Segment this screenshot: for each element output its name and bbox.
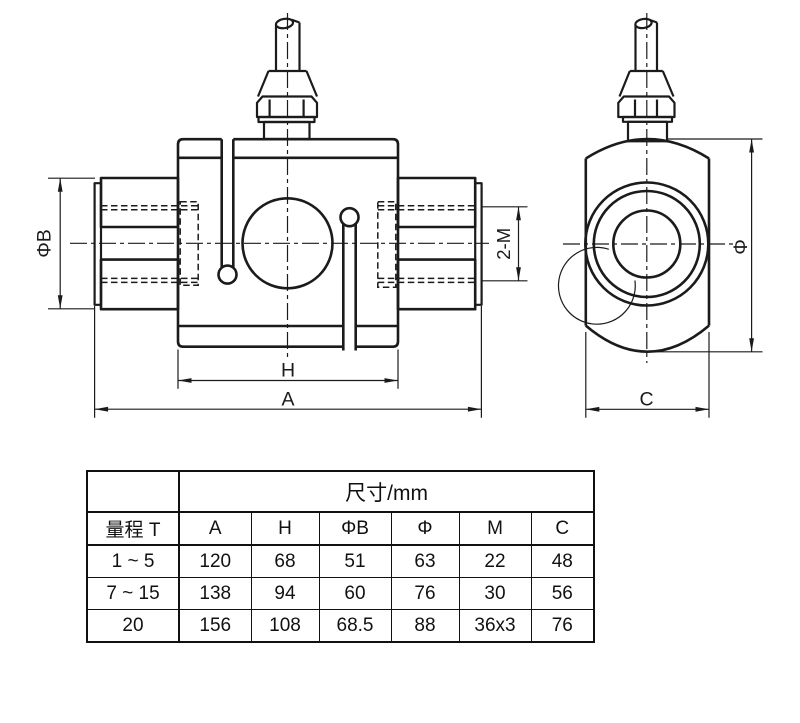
value-cell: 22 [458,544,532,578]
cable-end [634,17,653,30]
range-header: 量程 T [86,511,180,546]
left-slot-ball-end [217,264,238,285]
side-body-bottom-arc [584,324,710,353]
dim-c: C [585,332,710,418]
value-cell: 68.5 [318,609,392,643]
dim-label-phi: Φ [730,239,752,255]
value-cell: 138 [178,577,252,610]
value-cell: 51 [318,544,392,578]
front-view: ΦB 2-M H A [34,13,528,418]
hex-nut [617,95,676,119]
table-header-row: 量程 T A H ΦB Φ M C [86,511,595,546]
value-cell: 63 [390,544,460,578]
arrowhead [749,338,754,352]
connector-block [262,120,311,141]
value-cell: 108 [250,609,320,643]
load-cell-drawing: ΦB 2-M H A [34,13,763,418]
dim-a-lines [94,306,482,418]
dim-label-h: H [281,360,295,382]
left-stud-cap [93,182,103,306]
value-cell: 76 [530,609,595,643]
col-header-h: H [250,511,320,546]
right-stud-cap [474,182,483,306]
range-cell: 7 ~ 15 [86,577,180,610]
cable-end [274,17,295,30]
left-thread-hidden-lines [101,205,198,284]
cable-tube [634,18,659,71]
table-row: 1 ~ 5 120 68 51 63 22 48 [86,544,595,578]
value-cell: 48 [530,544,595,578]
col-header-phi: Φ [390,511,460,546]
side-view: Φ C [557,13,763,418]
arrowhead [695,406,709,412]
right-thread-hidden-lines [377,205,476,284]
arrowhead [94,406,109,412]
dim-label-a: A [281,389,294,411]
arrowhead [467,406,482,412]
dim-h-lines [177,349,399,389]
col-header-c: C [530,511,595,546]
dim-label-c: C [639,389,653,411]
dim-label-2m: 2-M [493,228,514,260]
dim-a: A [94,306,482,418]
hex-nut [255,95,319,119]
table-row: 20 156 108 68.5 88 36x3 76 [86,609,595,643]
dim-phi-b-lines [48,177,95,310]
hex-nut-facets [633,99,659,117]
cable-tube [274,18,301,71]
arrowhead [57,178,63,192]
value-cell: 94 [250,577,320,610]
side-centerlines [563,13,736,363]
arrowhead [178,378,192,383]
arrowhead [516,206,521,221]
value-cell: 120 [178,544,252,578]
dim-2m: 2-M [482,206,528,282]
value-cell: 76 [390,577,460,610]
col-header-phi-b: ΦB [318,511,392,546]
range-cell: 1 ~ 5 [86,544,180,578]
left-stud-upper [99,176,180,229]
connector-block [626,120,669,143]
right-stud-lower [396,258,477,311]
value-cell: 156 [178,609,252,643]
right-hidden-bore [377,201,397,289]
col-header-m: M [458,511,532,546]
arrowhead [585,406,600,412]
side-cable-connector [617,17,676,143]
dim-phi-lines [647,138,763,353]
arrowhead [749,139,754,153]
dim-h: H [177,349,399,389]
value-cell: 56 [530,577,595,610]
side-body [557,137,711,353]
dim-phi: Φ [647,138,763,353]
table-row: 7 ~ 15 138 94 60 76 30 56 [86,577,595,610]
value-cell: 60 [318,577,392,610]
dim-phi-b: ΦB [34,177,95,310]
arrowhead [516,267,521,281]
dim-c-lines [585,332,710,418]
dimension-table: 尺寸/mm 量程 T A H ΦB Φ M C 1 ~ 5 120 68 51 … [86,470,596,643]
value-cell: 36x3 [458,609,532,643]
thread-arc [557,246,636,325]
table-title: 尺寸/mm [178,470,595,513]
value-cell: 88 [390,609,460,643]
right-stud-upper [396,176,477,229]
empty-cell [86,470,180,513]
left-slot [220,139,235,268]
right-slot-ball-end [339,206,360,228]
value-cell: 68 [250,544,320,578]
dim-label-phi-b: ΦB [34,229,56,258]
value-cell: 30 [458,577,532,610]
arrowhead [384,378,398,383]
arrowhead [57,295,63,309]
table-title-row: 尺寸/mm [86,470,595,513]
side-body-top-arc [585,137,710,160]
left-stud-lower [99,258,180,311]
front-right-stud [377,176,483,311]
hex-nut-facets [268,99,305,117]
range-cell: 20 [86,609,180,643]
front-centerlines [70,13,489,359]
col-header-a: A [178,511,252,546]
right-slot [342,224,357,351]
